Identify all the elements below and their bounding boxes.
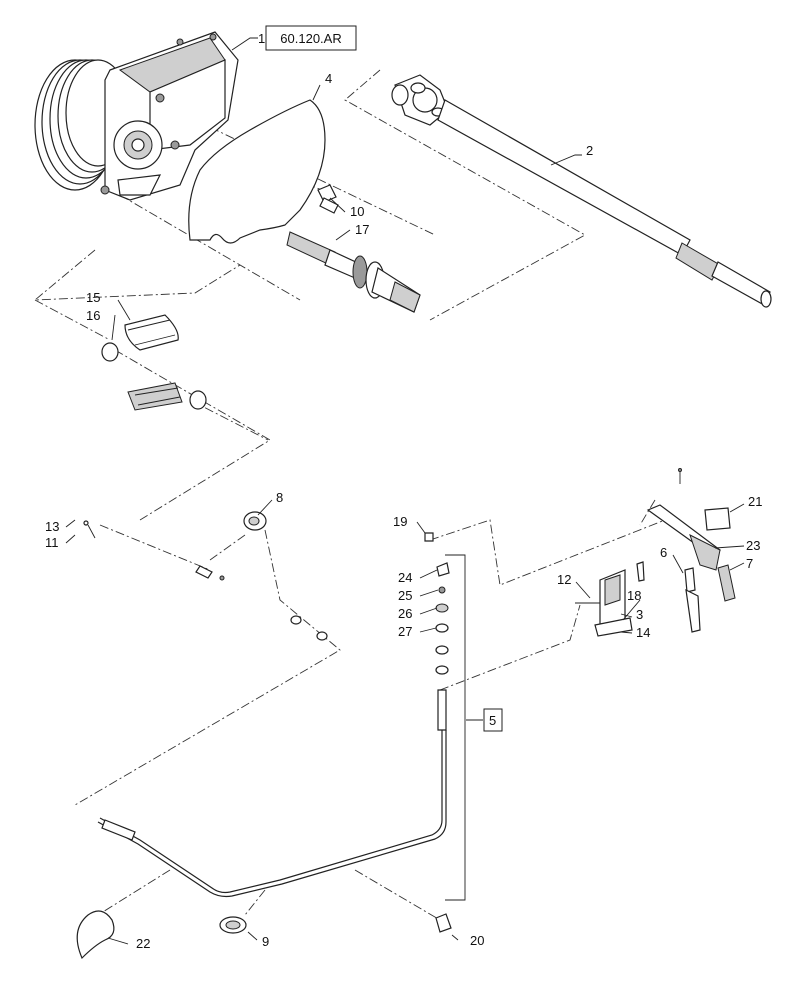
callout-numbers: 1 2 3 4 5 6 7 8 9 10 11 12 13 14 15 16 1… (45, 31, 762, 951)
callout-20: 20 (470, 933, 484, 948)
callout-12: 12 (557, 572, 571, 587)
callout-19: 19 (393, 514, 407, 529)
stub-shaft (286, 231, 421, 313)
callout-4: 4 (325, 71, 332, 86)
reference-box (265, 25, 357, 51)
callout-26: 26 (398, 606, 412, 621)
callout-17: 17 (355, 222, 369, 237)
callout-15: 15 (86, 290, 100, 305)
shield-plate (188, 99, 326, 244)
callout-16: 16 (86, 308, 100, 323)
callout-11: 11 (45, 535, 59, 550)
callout-27: 27 (398, 624, 412, 639)
callout-23: 23 (746, 538, 760, 553)
small-hardware (83, 511, 450, 675)
bolt-10 (317, 184, 339, 214)
callout-10: 10 (350, 204, 364, 219)
callout-5: 5 (489, 713, 496, 728)
callout-2: 2 (586, 143, 593, 158)
callout-leaders (65, 37, 745, 945)
cable-clamp (435, 913, 452, 933)
callout-22: 22 (136, 936, 150, 951)
cable-group-bracket (445, 554, 466, 901)
callout-24: 24 (398, 570, 412, 585)
callout-25: 25 (398, 588, 412, 603)
callout-14: 14 (636, 625, 650, 640)
callout-18: 18 (627, 588, 641, 603)
grommet-9 (219, 916, 247, 934)
callout-8: 8 (276, 490, 283, 505)
gearbox-assembly (34, 31, 239, 201)
sleeve-assembly (101, 314, 207, 411)
callout-9: 9 (262, 934, 269, 949)
callout-6: 6 (660, 545, 667, 560)
callout-7: 7 (746, 556, 753, 571)
control-cable (97, 689, 447, 898)
handle-bracket (575, 468, 736, 637)
reference-label: 60.120.AR (280, 31, 341, 46)
callout-3: 3 (636, 607, 643, 622)
callout-21: 21 (748, 494, 762, 509)
cable-tie (76, 910, 115, 960)
drive-shaft (391, 74, 772, 308)
assembly-guide-lines (33, 69, 666, 921)
callout-1: 1 (258, 31, 265, 46)
callout-13: 13 (45, 519, 59, 534)
callout-5-box (483, 708, 503, 732)
